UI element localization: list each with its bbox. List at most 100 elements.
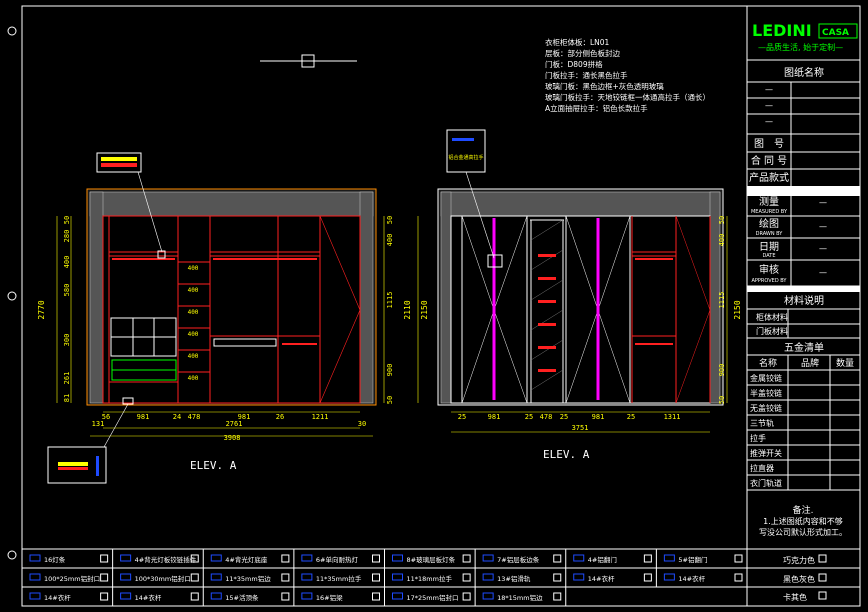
hardware-row: 推弹开关 [750, 448, 782, 458]
legend-item-label: 14#衣杆 [678, 574, 705, 583]
hardware-symbol-icon [210, 573, 222, 581]
legend-checkbox[interactable] [553, 554, 562, 563]
dim-total-right-a: 2110 [403, 300, 412, 319]
legend-item-label: 16灯条 [44, 555, 66, 564]
color-option: 黑色灰色 [783, 574, 815, 584]
vertical-dim: 280 [63, 230, 71, 243]
legend-checkbox[interactable] [100, 592, 109, 601]
legend-item-label: 14#衣杆 [588, 574, 615, 583]
hardware-symbol-icon [301, 554, 313, 562]
legend-item-label: 14#衣杆 [135, 593, 162, 602]
vertical-dim: 400 [386, 234, 394, 247]
hardware-symbol-icon [29, 554, 41, 562]
hanging-rod-legend-icon [96, 152, 142, 173]
brand-logo: LEDINI [752, 21, 812, 40]
hardware-symbol-icon [120, 573, 132, 581]
drawing-name-label: 图纸名称 [784, 66, 824, 79]
legend-item-label: 8#玻璃层板灯条 [407, 555, 456, 564]
legend-checkbox[interactable] [372, 554, 380, 563]
legend-item-label: 4#背光灯底座 [225, 555, 268, 564]
hardware-symbol-icon [482, 592, 494, 600]
legend-checkbox[interactable] [643, 554, 652, 563]
bottom-sub-dim: 131 [92, 420, 105, 428]
hardware-symbol-icon [301, 573, 313, 581]
legend-checkbox[interactable] [190, 573, 199, 582]
legend-checkbox[interactable] [372, 592, 380, 601]
vertical-dim: 50 [386, 396, 394, 404]
legend-item-label: 100*25mm铝封口 [44, 574, 100, 583]
legend-item-label: 6#单向耐热灯 [316, 555, 359, 564]
legend-checkbox[interactable] [100, 573, 109, 582]
color-option: 巧克力色 [783, 555, 815, 565]
horizontal-dim: 25 [458, 413, 466, 421]
dim-total-left: 2770 [37, 300, 46, 319]
color-checkbox[interactable] [818, 554, 827, 563]
vertical-dim: 50 [63, 216, 71, 224]
legend-checkbox[interactable] [190, 592, 199, 601]
legend-item-label: 16#铝梁 [316, 593, 343, 602]
horizontal-dim: 25 [525, 413, 533, 421]
shelf-dim-label: 400 [188, 353, 199, 360]
hardware-symbol-icon [29, 573, 41, 581]
legend-item-label: 15#活顶条 [225, 593, 259, 602]
hardware-header: 品牌 [801, 357, 819, 369]
dim-total-right: 2150 [733, 300, 742, 319]
legend-item-label: 11*18mm拉手 [407, 574, 453, 583]
vertical-dim: 81 [63, 394, 71, 402]
measure-en: MEASURED BY [751, 209, 788, 215]
hardware-symbol-icon [573, 573, 585, 581]
date-value: — [819, 244, 827, 253]
horizontal-dim: 1311 [664, 413, 681, 421]
horizontal-dim: 25 [627, 413, 635, 421]
remark-title: 备注. [793, 504, 814, 516]
measure-value: — [819, 198, 827, 207]
check-en: APPROVED BY [751, 278, 787, 284]
hardware-symbol-icon [301, 592, 313, 600]
hardware-symbol-icon [210, 592, 222, 600]
legend-checkbox[interactable] [734, 554, 743, 563]
legend-checkbox[interactable] [281, 554, 290, 563]
color-checkbox[interactable] [818, 573, 827, 582]
remark-line: 写没公司默认形式加工。 [759, 527, 847, 537]
hardware-row: 金属铰链 [750, 373, 782, 383]
draw-value: — [819, 222, 827, 231]
elevation-label-right: ELEV. A [543, 448, 590, 461]
hardware-symbol-icon [210, 554, 222, 562]
contract-no-label: 合 同 号 [751, 154, 787, 167]
horizontal-dim: 981 [488, 413, 501, 421]
legend-checkbox[interactable] [100, 554, 109, 563]
legend-checkbox[interactable] [553, 592, 562, 601]
legend-item-label: 4#铝翻门 [588, 555, 617, 564]
legend-checkbox[interactable] [372, 573, 380, 582]
legend-checkbox[interactable] [281, 592, 290, 601]
draw-label: 绘图 [759, 217, 779, 230]
hardware-header: 数量 [836, 357, 854, 369]
legend-checkbox[interactable] [462, 554, 471, 563]
vertical-dim: 1115 [386, 292, 394, 309]
binding-hole [7, 550, 17, 560]
hardware-row: 拉直器 [750, 463, 774, 473]
note-line: 门板：D809拼格 [545, 59, 603, 69]
legend-checkbox[interactable] [190, 554, 199, 563]
legend-checkbox[interactable] [553, 573, 562, 582]
material-row: 柜体材料 [756, 312, 788, 322]
date-en: DATE [762, 253, 775, 259]
legend-checkbox[interactable] [281, 573, 290, 582]
legend-checkbox[interactable] [462, 573, 471, 582]
legend-checkbox[interactable] [643, 573, 652, 582]
color-checkbox[interactable] [818, 591, 827, 600]
remark-line: 1.上述图纸内容和不够 [763, 516, 843, 526]
hardware-row: 三节轨 [750, 418, 774, 428]
bottom-sub-dim: 30 [358, 420, 366, 428]
hardware-symbol-icon [482, 554, 494, 562]
horizontal-dim: 56 [102, 413, 110, 421]
material-title: 材料说明 [784, 294, 824, 307]
legend-item-label: 4#背光灯板铰链插件 [135, 555, 197, 564]
legend-checkbox[interactable] [734, 573, 743, 582]
legend-checkbox[interactable] [462, 592, 471, 601]
